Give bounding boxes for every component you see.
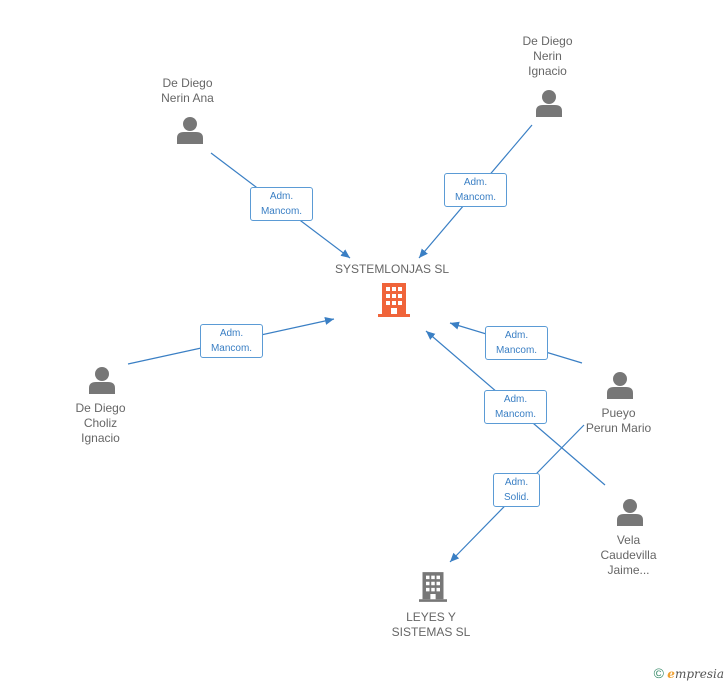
relation-label-line: Mancom. xyxy=(494,409,537,420)
person-label-line: De Diego xyxy=(162,76,213,90)
person-icon[interactable] xyxy=(606,371,634,399)
relation-label-line: Adm. xyxy=(503,394,528,405)
relation-label-line: Adm. xyxy=(504,477,529,488)
person-label-line: Perun Mario xyxy=(585,421,652,435)
person-de-diego-choliz-ignacio[interactable]: De Diego Choliz Ignacio xyxy=(43,401,158,446)
person-icon[interactable] xyxy=(535,89,563,117)
relation-label-line: Adm. xyxy=(463,177,488,188)
copyright-brand: © empresia xyxy=(654,665,724,681)
person-pueyo-perun-mario[interactable]: Pueyo Perun Mario xyxy=(566,406,671,436)
person-label-line: Pueyo xyxy=(601,406,636,420)
relation-label-ana[interactable]: Adm. Mancom. xyxy=(250,187,313,221)
relation-label-nerin-ignacio[interactable]: Adm. Mancom. xyxy=(444,173,507,207)
company-systemlonjas[interactable]: SYSTEMLONJAS SL xyxy=(322,262,462,277)
relation-label-line: Mancom. xyxy=(495,345,538,356)
person-label-line: Ignacio xyxy=(528,64,567,78)
relation-label-pueyo[interactable]: Adm. Mancom. xyxy=(485,326,548,360)
person-de-diego-nerin-ana[interactable]: De Diego Nerin Ana xyxy=(130,76,245,106)
relation-label-vela[interactable]: Adm. Mancom. xyxy=(484,390,547,424)
person-label-line: De Diego xyxy=(75,401,126,415)
person-icon[interactable] xyxy=(616,498,644,526)
building-icon[interactable] xyxy=(419,571,447,603)
person-label-line: Ignacio xyxy=(81,431,120,445)
person-label-line: Choliz xyxy=(83,416,118,430)
person-de-diego-nerin-ignacio[interactable]: De Diego Nerin Ignacio xyxy=(490,34,605,79)
relation-label-line: Adm. xyxy=(269,191,294,202)
person-vela-caudevilla-jaime[interactable]: Vela Caudevilla Jaime... xyxy=(576,533,681,578)
relation-label-line: Mancom. xyxy=(454,192,497,203)
person-label-line: Nerin Ana xyxy=(161,91,214,105)
company-label-line: SISTEMAS SL xyxy=(391,625,471,639)
person-label-line: Nerin xyxy=(533,49,562,63)
company-leyes-y-sistemas[interactable]: LEYES Y SISTEMAS SL xyxy=(371,610,491,640)
relation-label-solid[interactable]: Adm. Solid. xyxy=(493,473,540,507)
person-label-line: Jaime... xyxy=(607,563,650,577)
building-icon[interactable] xyxy=(378,283,410,317)
relation-label-choliz[interactable]: Adm. Mancom. xyxy=(200,324,263,358)
person-label-line: Caudevilla xyxy=(600,548,657,562)
person-label-line: Vela xyxy=(616,533,641,547)
brand-logo: empresia xyxy=(667,667,724,681)
relation-label-line: Adm. xyxy=(504,330,529,341)
person-icon[interactable] xyxy=(176,116,204,144)
copyright-icon: © xyxy=(653,665,664,681)
relation-label-line: Mancom. xyxy=(210,343,253,354)
person-icon[interactable] xyxy=(88,366,116,394)
relation-label-line: Mancom. xyxy=(260,206,303,217)
company-label-line: LEYES Y xyxy=(406,610,456,624)
relation-label-line: Adm. xyxy=(219,328,244,339)
relation-label-line: Solid. xyxy=(503,492,529,503)
company-label: SYSTEMLONJAS SL xyxy=(334,262,450,276)
person-label-line: De Diego xyxy=(522,34,573,48)
